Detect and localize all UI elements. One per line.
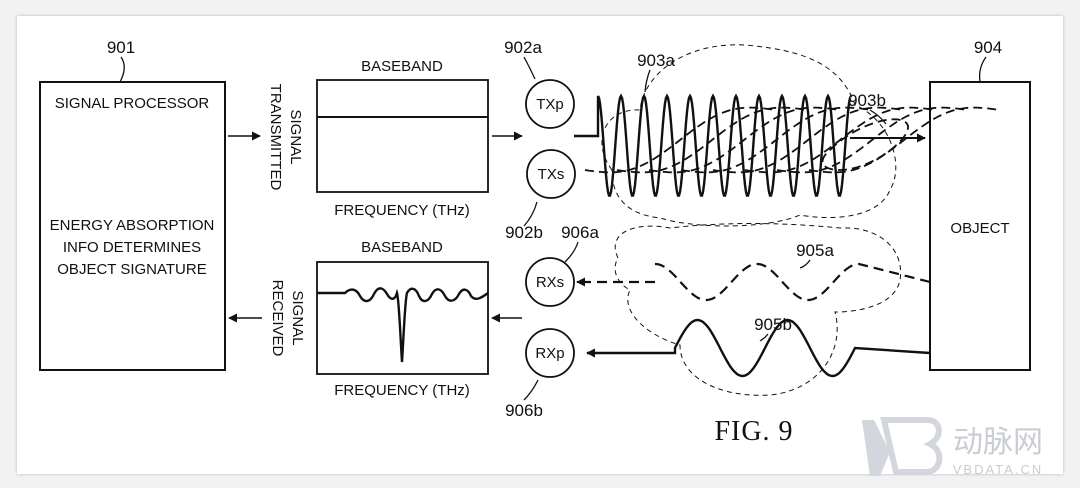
tx-plot-side-label-line-1: TRANSMITTED (267, 84, 284, 191)
ref-906a: 906a (561, 223, 599, 242)
tx-s-dashed-wave-2 (616, 106, 808, 174)
rx-p-sinusoid (655, 318, 931, 378)
watermark-logo-text: 动脉网 (953, 426, 1043, 459)
rx-plot-side-label-line-2: SIGNAL (289, 290, 306, 345)
leader-906b (523, 379, 539, 401)
rx-p-antenna (525, 328, 575, 378)
figure-caption: FIG. 9 (714, 416, 793, 447)
watermark-logo: 动脉网 VBDATA.CN (862, 417, 1043, 477)
ref-902a: 902a (504, 38, 542, 57)
signal-processor-body-line-3: OBJECT SIGNATURE (57, 261, 206, 278)
leader-903b (869, 109, 887, 125)
ref-903b: 903b (848, 91, 886, 110)
tx-s-dashed-wave-8 (808, 106, 1000, 174)
ref-901: 901 (107, 38, 135, 57)
rx-p-label: RXp (535, 345, 564, 362)
tx-plot-title: BASEBAND (361, 58, 443, 75)
rx-s-label: RXs (536, 274, 564, 291)
object-box (929, 81, 1031, 371)
leader-905a (799, 259, 811, 269)
tx-s-dashed-wave-1 (584, 106, 776, 174)
tx-s-antenna (526, 149, 576, 199)
tx-beam-region (601, 44, 897, 227)
leader-905b (759, 333, 769, 342)
tx-p-antenna (525, 79, 575, 129)
tx-s-label: TXs (538, 166, 565, 183)
tx-p-label: TXp (536, 96, 564, 113)
rx-plot-xlabel: FREQUENCY (THz) (334, 382, 470, 399)
leader-903a (644, 69, 651, 93)
object-label: OBJECT (950, 220, 1009, 237)
ref-902b: 902b (505, 223, 543, 242)
signal-processor-title: SIGNAL PROCESSOR (55, 95, 210, 112)
tx-plot-xlabel: FREQUENCY (THz) (334, 202, 470, 219)
tx-plot-frame (316, 79, 489, 193)
ref-905a: 905a (796, 241, 834, 260)
rx-s-dashed-sinusoid (654, 262, 931, 302)
signal-processor-body-line-1: ENERGY ABSORPTION (50, 217, 215, 234)
ref-903a: 903a (637, 51, 675, 70)
leader-901 (119, 56, 125, 83)
rx-s-antenna (525, 257, 575, 307)
ref-905b: 905b (754, 315, 792, 334)
signal-processor-body-line-2: INFO DETERMINES (63, 239, 201, 256)
rx-plot-side-label-line-1: RECEIVED (269, 280, 286, 357)
watermark-url: VBDATA.CN (953, 462, 1043, 477)
signal-processor-box (39, 81, 226, 371)
tx-s-dashed-wave-7 (776, 106, 968, 174)
ref-906b: 906b (505, 401, 543, 420)
leader-906a (564, 241, 579, 263)
leader-902a (523, 56, 536, 80)
tx-s-dashed-wave-6 (744, 106, 936, 174)
rx-beam-region (614, 223, 902, 396)
rx-plot-absorption-spectrum (317, 287, 489, 363)
leader-904 (978, 56, 987, 83)
tx-p-sinusoid (574, 93, 852, 197)
leader-902b (523, 201, 538, 227)
rx-plot-title: BASEBAND (361, 239, 443, 256)
tx-plot-side-label-line-2: SIGNAL (287, 109, 304, 164)
ref-904: 904 (974, 38, 1002, 57)
rx-plot-frame (316, 261, 489, 375)
